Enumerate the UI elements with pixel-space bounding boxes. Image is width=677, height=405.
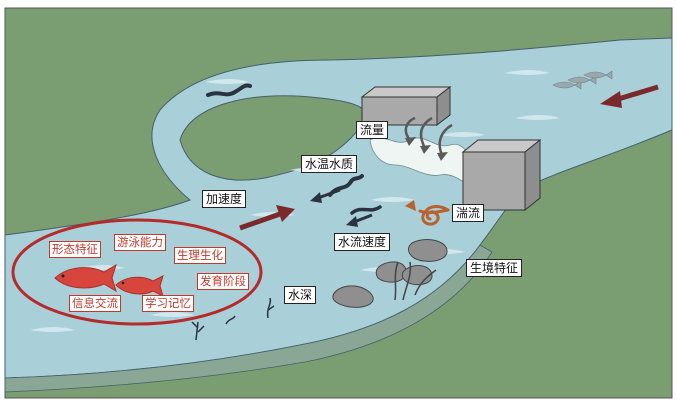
eel-middle xyxy=(328,174,364,197)
turbulence-arrowhead xyxy=(405,200,416,211)
eel-top xyxy=(206,83,252,97)
velocity-arrow-right xyxy=(346,213,373,227)
trait-physiology: 生理生化 xyxy=(174,247,226,264)
trait-morphology: 形态特征 xyxy=(49,241,101,258)
flow-arrow-upstream xyxy=(600,84,659,108)
label-flow: 流量 xyxy=(356,121,389,139)
acceleration-arrow xyxy=(239,205,295,231)
trait-development: 发育阶段 xyxy=(197,273,249,290)
label-flow-velocity: 水流速度 xyxy=(334,233,391,251)
label-acceleration: 加速度 xyxy=(202,190,247,208)
bank-plants xyxy=(191,297,275,341)
red-fish-large xyxy=(54,263,117,293)
dam-lower xyxy=(461,138,542,212)
trait-learning: 学习记忆 xyxy=(142,295,194,312)
rocks xyxy=(332,239,448,308)
label-depth: 水深 xyxy=(284,286,317,304)
trait-communication: 信息交流 xyxy=(69,295,121,312)
label-turbulence: 湍流 xyxy=(452,204,485,222)
label-habitat: 生境特征 xyxy=(466,259,523,277)
spillway-arrowheads xyxy=(405,137,448,161)
lower-bank xyxy=(4,244,493,393)
trait-swimming: 游泳能力 xyxy=(114,234,166,251)
fish-trait-ellipse xyxy=(11,218,263,326)
turbulence-spiral xyxy=(418,205,450,226)
label-temp-quality: 水温水质 xyxy=(301,155,358,173)
red-fish-small xyxy=(115,275,164,297)
water-plants xyxy=(394,261,437,301)
upstream-fish xyxy=(552,70,613,90)
eel-lower xyxy=(350,205,382,215)
dam-upper xyxy=(360,85,452,127)
